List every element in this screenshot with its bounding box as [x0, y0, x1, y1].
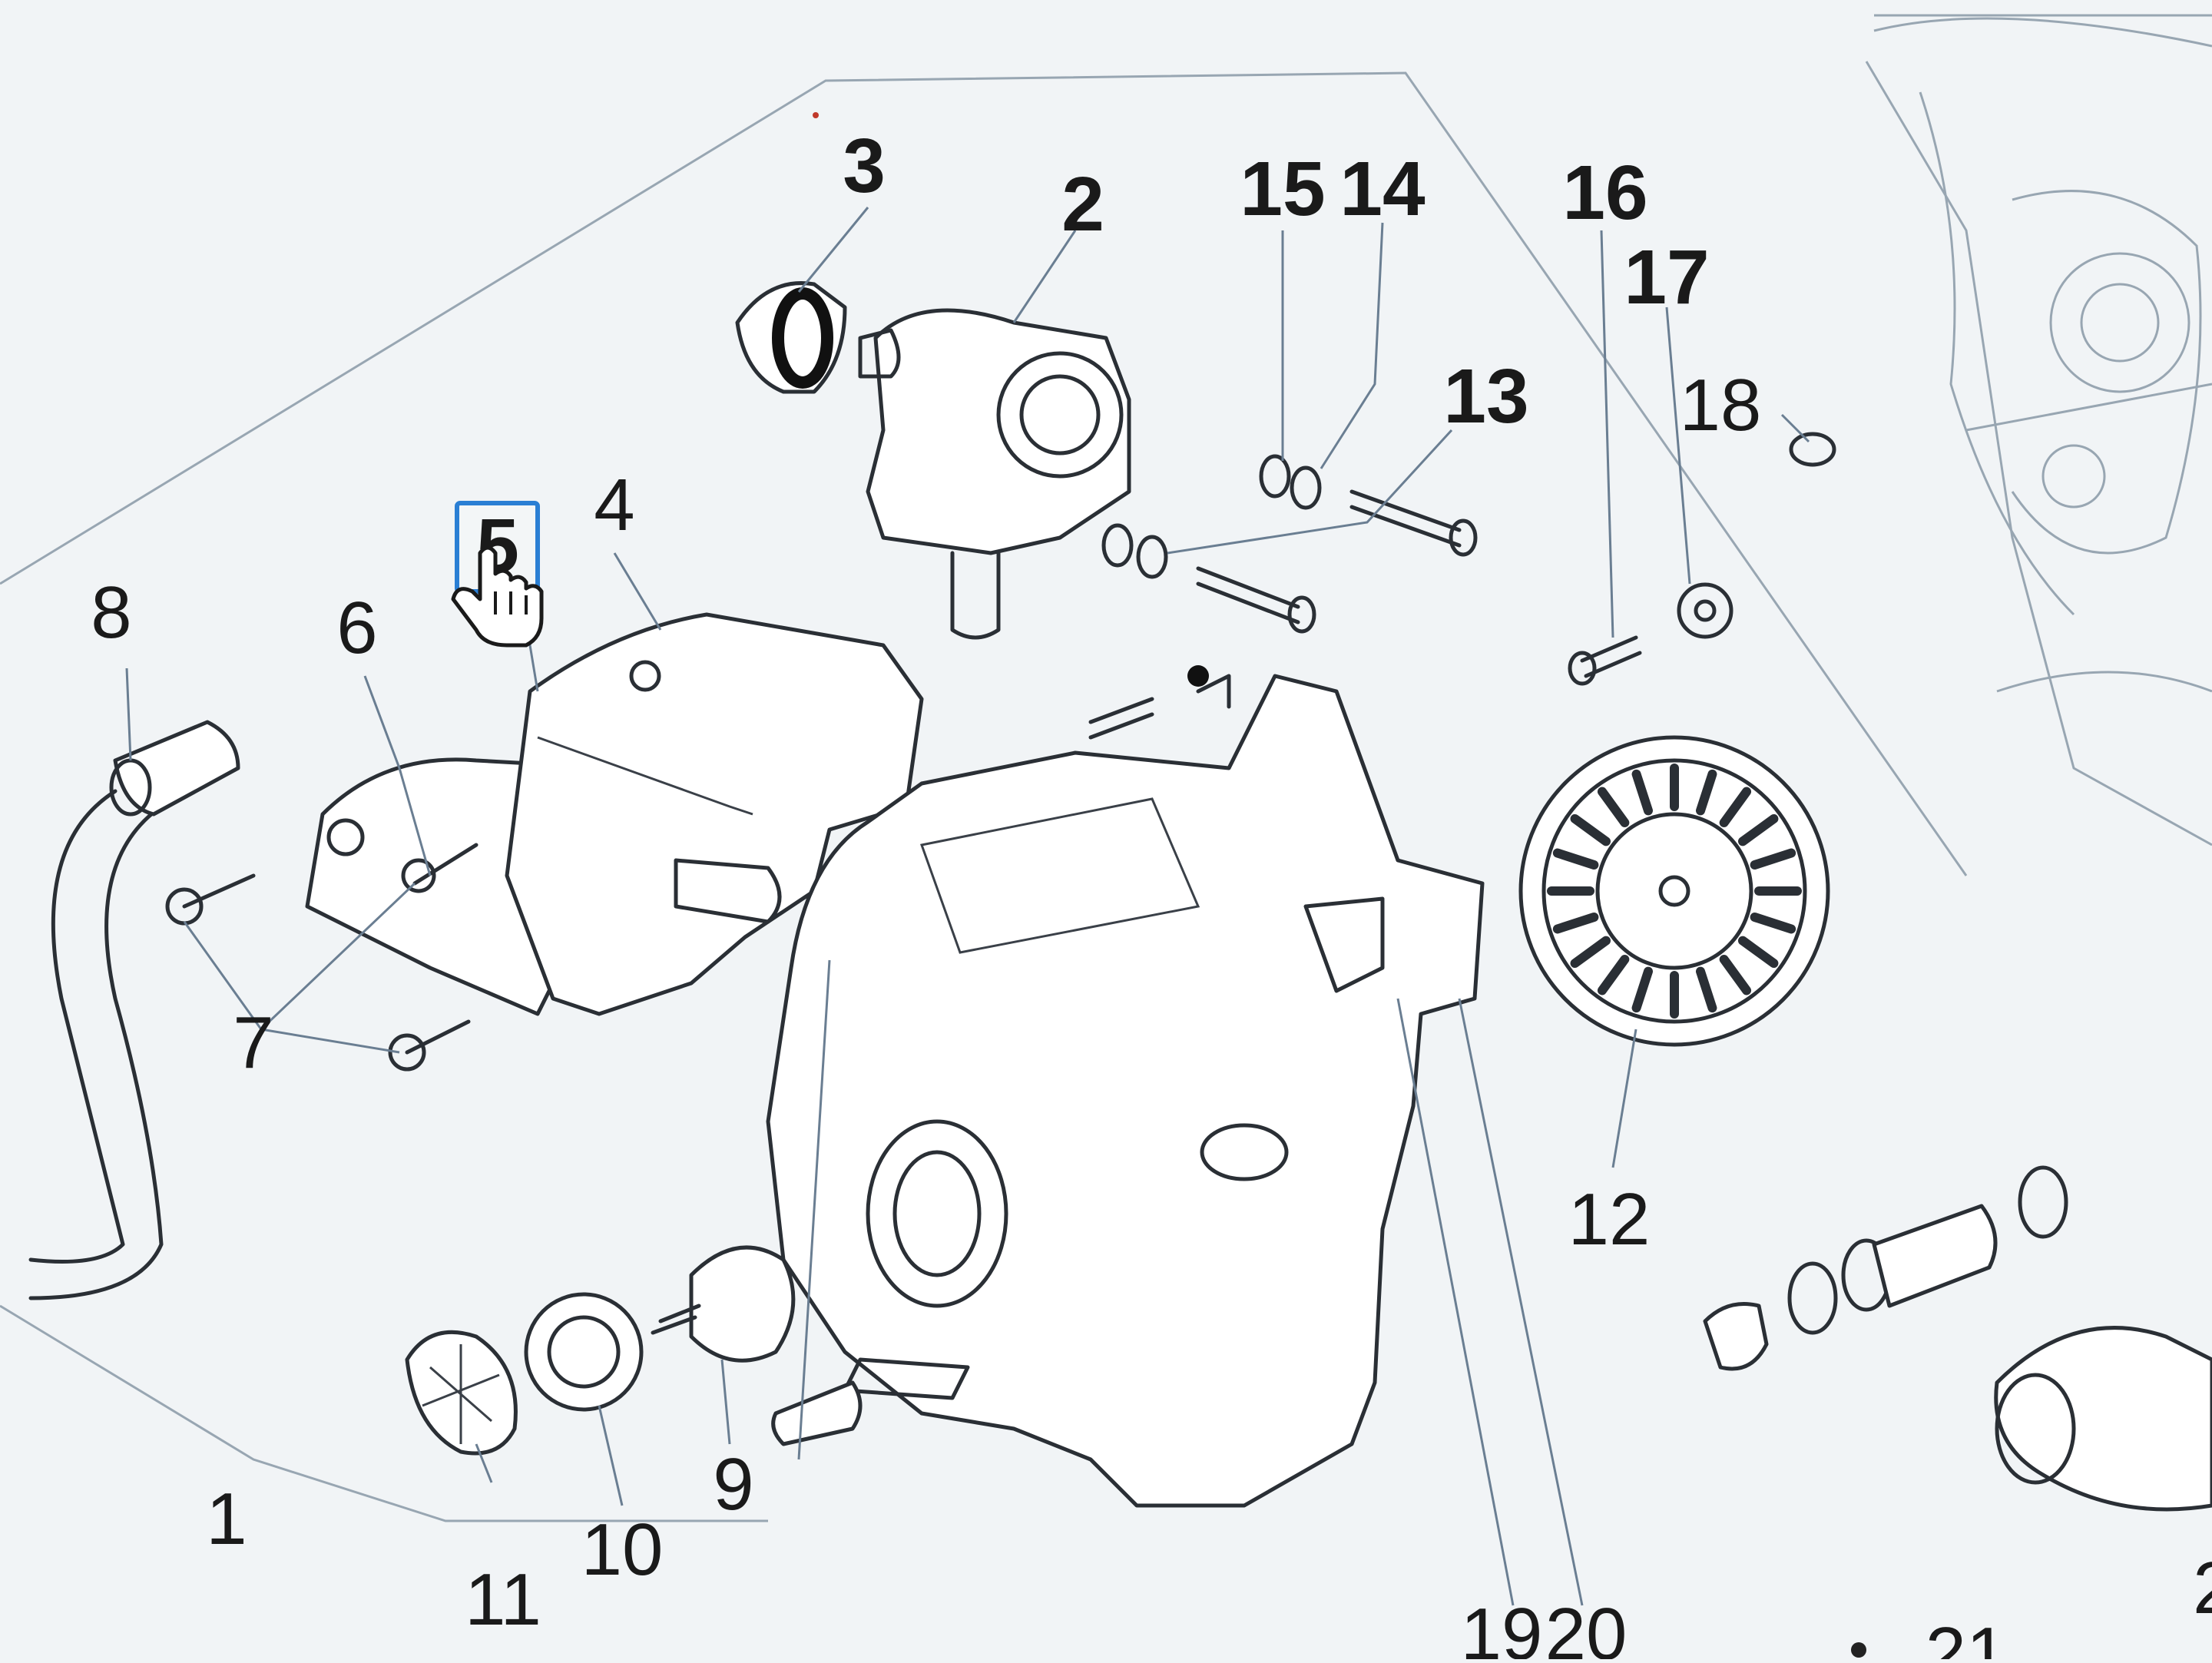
part-label-6[interactable]: 6 — [336, 587, 377, 669]
part-label-14[interactable]: 14 — [1339, 146, 1426, 232]
bullet-dot — [1851, 1642, 1866, 1658]
part-label-8[interactable]: 8 — [91, 571, 131, 654]
part-label-2x-cut[interactable]: 2 — [2193, 1547, 2212, 1629]
part-label-20[interactable]: 20 — [1545, 1593, 1628, 1663]
part-label-2[interactable]: 2 — [1061, 161, 1104, 247]
part-label-4[interactable]: 4 — [594, 464, 634, 546]
part-label-18[interactable]: 18 — [1680, 364, 1762, 446]
stator-slot — [1737, 813, 1779, 846]
stator-slot — [1631, 769, 1654, 816]
stator-slot — [1750, 848, 1796, 870]
stator-slot — [1695, 966, 1717, 1013]
part-pump-body[interactable] — [858, 308, 1131, 640]
stator-slot — [1597, 954, 1630, 995]
part-label-11[interactable]: 11 — [465, 1559, 541, 1641]
part-engine-casing[interactable] — [766, 665, 1485, 1508]
stator-slot — [1552, 912, 1599, 934]
stator-slot — [1750, 912, 1796, 934]
part-label-9[interactable]: 9 — [713, 1443, 753, 1526]
stator-slot — [1570, 936, 1611, 969]
marker-dot — [813, 112, 819, 118]
part-number-labels: 3 2 15 14 16 17 13 18 4 6 8 7 12 9 10 11… — [91, 123, 2212, 1663]
part-label-15[interactable]: 15 — [1240, 146, 1325, 232]
part-seal-ring[interactable] — [735, 281, 847, 394]
stator-slot — [1719, 954, 1752, 995]
part-stud-washer[interactable] — [1568, 432, 1836, 686]
stator-slot — [1737, 936, 1779, 969]
part-label-12[interactable]: 12 — [1568, 1178, 1651, 1261]
stator-slot — [1631, 966, 1654, 1013]
stator-slot — [1719, 787, 1752, 828]
part-label-19[interactable]: 19 — [1461, 1593, 1543, 1663]
part-label-1[interactable]: 1 — [206, 1478, 247, 1560]
stator-slot — [1570, 813, 1611, 846]
assembly-outline — [0, 71, 1968, 1522]
part-hose[interactable] — [28, 720, 240, 1300]
stator-slot — [1695, 769, 1717, 816]
stator-slot — [1597, 787, 1630, 828]
part-orings-filter[interactable] — [1703, 1165, 2212, 1512]
part-label-21-cut[interactable]: 21 — [1926, 1612, 2008, 1663]
part-label-10[interactable]: 10 — [581, 1509, 664, 1591]
part-impeller-seal-shaft[interactable] — [405, 1245, 863, 1456]
part-label-17[interactable]: 17 — [1624, 234, 1709, 320]
part-cover[interactable] — [505, 612, 924, 1016]
part-label-7[interactable]: 7 — [233, 1002, 273, 1084]
hand-pointer-icon — [451, 545, 544, 648]
part-label-3[interactable]: 3 — [843, 123, 886, 209]
part-label-16[interactable]: 16 — [1562, 150, 1647, 236]
part-washers-screws[interactable] — [1101, 454, 1478, 634]
part-label-13[interactable]: 13 — [1443, 353, 1528, 439]
background-assembly-drawing — [1865, 14, 2212, 846]
part-stator-wheel[interactable] — [1518, 735, 1830, 1047]
stator-slot — [1552, 848, 1599, 870]
leader-lines — [125, 207, 1810, 1606]
